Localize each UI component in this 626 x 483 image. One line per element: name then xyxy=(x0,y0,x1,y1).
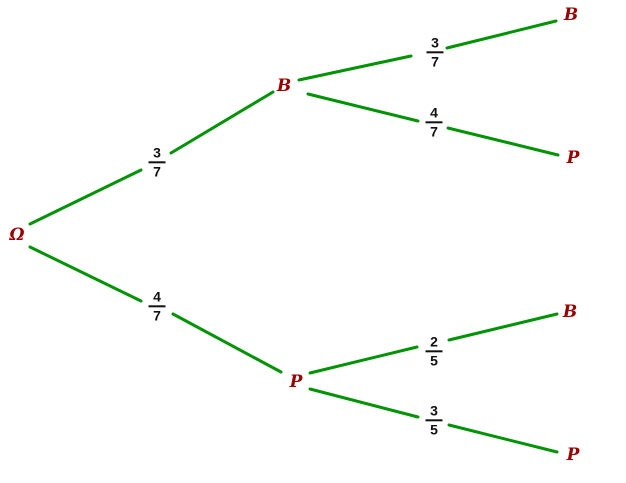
node-root-omega: Ω xyxy=(9,225,25,245)
fraction-numerator: 4 xyxy=(425,105,443,123)
probability-root-to-b: 3 7 xyxy=(148,145,166,179)
fraction-denominator: 7 xyxy=(153,163,161,179)
edge-b-to-p-segment-2 xyxy=(446,126,560,157)
node-leaf-pb: B xyxy=(562,302,578,322)
node-leaf-bb: B xyxy=(563,5,579,25)
fraction-numerator: 3 xyxy=(426,35,444,53)
edge-p-to-p-segment-1 xyxy=(308,387,420,419)
fraction-denominator: 5 xyxy=(430,421,438,437)
edge-root-to-p-segment-1 xyxy=(28,245,143,303)
fraction-denominator: 5 xyxy=(430,352,438,368)
probability-p-to-p: 3 5 xyxy=(425,403,443,437)
edge-b-to-b-segment-1 xyxy=(297,54,413,82)
fraction-denominator: 7 xyxy=(431,53,439,69)
node-level1-p: P xyxy=(289,372,303,392)
edge-p-to-b-segment-1 xyxy=(308,345,419,375)
probability-b-to-p: 4 7 xyxy=(425,105,443,139)
edge-root-to-b-segment-2 xyxy=(169,90,275,155)
edge-b-to-p-segment-1 xyxy=(306,92,420,123)
edge-p-to-b-segment-2 xyxy=(447,312,559,342)
probability-root-to-p: 4 7 xyxy=(148,289,166,323)
fraction-denominator: 7 xyxy=(430,123,438,139)
fraction-numerator: 2 xyxy=(425,334,443,352)
fraction-numerator: 3 xyxy=(148,145,166,163)
fraction-denominator: 7 xyxy=(153,307,161,323)
probability-p-to-b: 2 5 xyxy=(425,334,443,368)
probability-b-to-b: 3 7 xyxy=(426,35,444,69)
edge-b-to-b-segment-2 xyxy=(445,19,558,50)
fraction-numerator: 4 xyxy=(148,289,166,307)
node-level1-b: B xyxy=(276,76,292,96)
fraction-numerator: 3 xyxy=(425,403,443,421)
node-leaf-bp: P xyxy=(566,148,580,168)
node-leaf-pp: P xyxy=(566,445,580,465)
edge-root-to-p-segment-2 xyxy=(171,312,283,374)
edge-root-to-b-segment-1 xyxy=(28,168,143,226)
edge-p-to-p-segment-2 xyxy=(447,423,559,454)
